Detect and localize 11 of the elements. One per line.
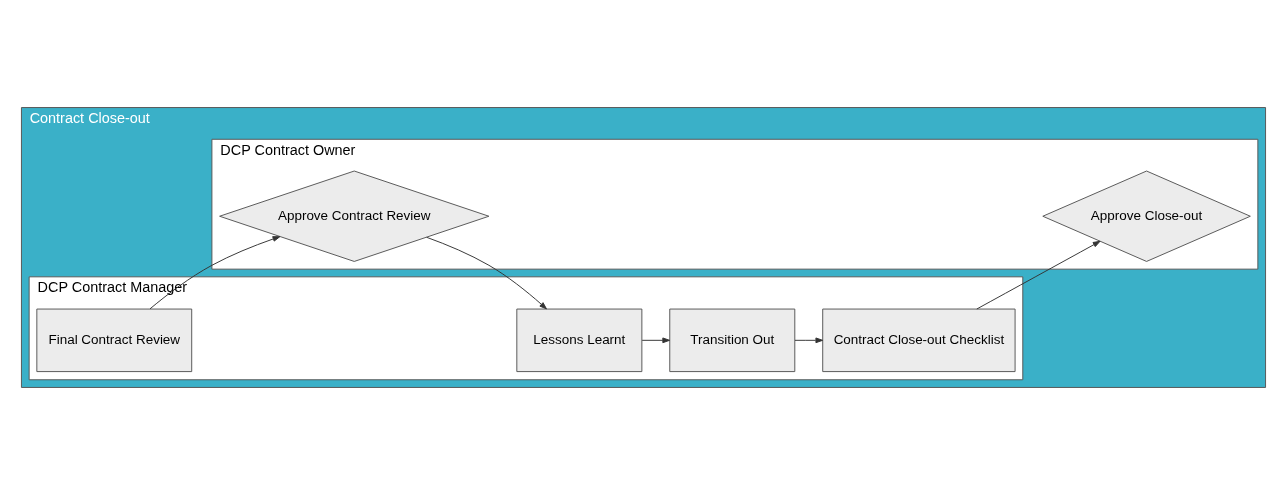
node-box: Contract Close-out Checklist [822, 308, 1016, 373]
node-diamond: Approve Close-out [1042, 170, 1251, 262]
node-box: Transition Out [669, 308, 796, 373]
node-diamond: Approve Contract Review [219, 170, 490, 262]
arrow [426, 236, 547, 310]
arrow [976, 240, 1101, 310]
arrow [794, 337, 824, 344]
node-box: Lessons Learnt [516, 308, 643, 373]
node-box: Final Contract Review [36, 308, 193, 373]
arrow [149, 236, 281, 310]
arrow [641, 337, 671, 344]
